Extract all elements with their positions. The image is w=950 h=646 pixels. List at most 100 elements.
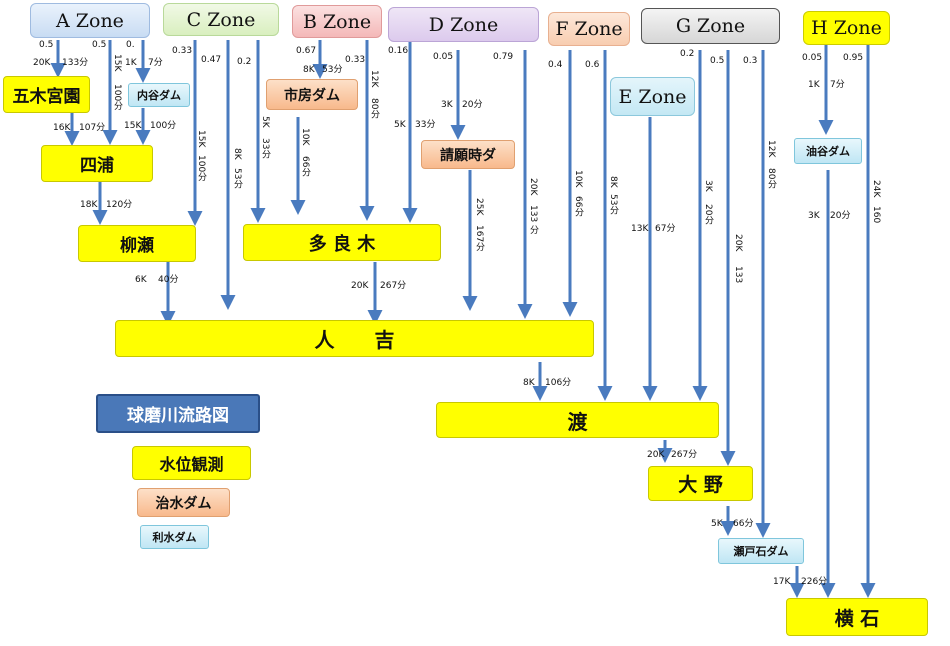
edge-coef-a3: 0. bbox=[126, 40, 135, 50]
edge-coef-h1: 0.05 bbox=[802, 53, 823, 63]
edge-coef-h2: 0.95 bbox=[843, 53, 864, 63]
edge-time-h1: 7分 bbox=[830, 80, 845, 90]
edge-coef-g2: 0.5 bbox=[710, 56, 725, 66]
edge-time-h2: 160 bbox=[871, 206, 881, 224]
edge-time-g1: 20分 bbox=[703, 204, 713, 225]
edge-dist-yt: 3K bbox=[808, 211, 820, 221]
zone-b: B Zone bbox=[292, 5, 382, 38]
edge-time-uy: 100分 bbox=[150, 121, 177, 131]
flood-dam-ichifusa: 市房ダム bbox=[266, 79, 358, 110]
edge-coef-c3: 0.2 bbox=[237, 57, 252, 67]
edge-dist-a1: 20K bbox=[33, 58, 51, 68]
edge-coef-c1: 0.33 bbox=[172, 46, 193, 56]
edge-dist-os: 5K bbox=[711, 519, 723, 529]
legend-title: 球磨川流路図 bbox=[96, 394, 260, 433]
edge-time-hw: 106分 bbox=[545, 378, 572, 388]
edge-dist-f1: 10K bbox=[573, 170, 583, 188]
edge-time-a3: 7分 bbox=[148, 58, 163, 68]
edge-time-d3: 133 分 bbox=[528, 205, 538, 235]
zone-e: E Zone bbox=[610, 77, 695, 116]
edge-coef-f1: 0.4 bbox=[548, 60, 563, 70]
edge-dist-f2: 8K bbox=[608, 176, 618, 188]
station-gokinomiya: 五木宮園 bbox=[3, 76, 90, 113]
edge-dist-h1: 1K bbox=[808, 80, 820, 90]
edge-dist-g1: 3K bbox=[703, 180, 713, 192]
station-ono: 大 野 bbox=[648, 466, 753, 501]
edge-coef-b2: 0.33 bbox=[345, 55, 366, 65]
edge-coef-d3: 0.79 bbox=[493, 52, 514, 62]
edge-coef-d2: 0.05 bbox=[433, 52, 454, 62]
edge-time-b1: 53分 bbox=[322, 65, 343, 75]
water-dam-uchitani: 内谷ダム bbox=[128, 83, 190, 107]
edge-time-gy: 107分 bbox=[79, 123, 106, 133]
station-yotsuura: 四浦 bbox=[41, 145, 153, 182]
edge-time-yy: 120分 bbox=[106, 200, 133, 210]
zone-h: H Zone bbox=[803, 11, 890, 45]
edge-time-e: 67分 bbox=[655, 224, 676, 234]
edge-dist-uy: 15K bbox=[124, 121, 142, 131]
edge-time-d2: 20分 bbox=[462, 100, 483, 110]
edge-dist-yh: 6K bbox=[135, 275, 147, 285]
edge-dist-c1: 15K bbox=[196, 130, 206, 148]
edge-coef-d1: 0.16 bbox=[388, 46, 409, 56]
edge-coef-f2: 0.6 bbox=[585, 60, 600, 70]
edge-dist-sy: 17K bbox=[773, 577, 791, 587]
edge-coef-a2: 0.5 bbox=[92, 40, 107, 50]
edge-dist-hw: 8K bbox=[523, 378, 535, 388]
edge-coef-a1: 0.5 bbox=[39, 40, 54, 50]
station-hitoyoshi: 人 吉 bbox=[115, 320, 594, 357]
edge-dist-d2: 3K bbox=[441, 100, 453, 110]
edge-dist-c3: 5K bbox=[260, 116, 270, 128]
edge-dist-a2: 15K bbox=[112, 54, 122, 72]
edge-dist-d1: 5K bbox=[394, 120, 406, 130]
water-dam-yutani: 油谷ダム bbox=[794, 138, 862, 164]
edge-dist-wo: 20K bbox=[647, 450, 665, 460]
station-yokoishi: 横 石 bbox=[786, 598, 928, 636]
zone-c: C Zone bbox=[163, 3, 279, 36]
zone-a: A Zone bbox=[30, 3, 150, 38]
edge-time-c3: 33分 bbox=[260, 138, 270, 159]
edge-dist-b2: 12K bbox=[369, 70, 379, 88]
legend-water-dam: 利水ダム bbox=[140, 525, 209, 549]
edge-dist-gy: 16K bbox=[53, 123, 71, 133]
edge-dist-h2: 24K bbox=[871, 180, 881, 198]
edge-time-yh: 40分 bbox=[158, 275, 179, 285]
edge-time-c1: 100分 bbox=[196, 155, 206, 182]
edge-time-a1: 133分 bbox=[62, 58, 89, 68]
edge-dist-g2: 20K bbox=[733, 234, 743, 252]
edge-time-sy: 226分 bbox=[801, 577, 828, 587]
edge-time-wo: 267分 bbox=[671, 450, 698, 460]
zone-g: G Zone bbox=[641, 8, 780, 44]
edge-dist-b1: 8K bbox=[303, 65, 315, 75]
edge-coef-g3: 0.3 bbox=[743, 56, 758, 66]
edge-dist-yy: 18K bbox=[80, 200, 98, 210]
edge-time-f1: 66分 bbox=[573, 196, 583, 217]
edge-dist-c2: 8K bbox=[232, 148, 242, 160]
edge-dist-sh: 25K bbox=[474, 198, 484, 216]
edge-time-sh: 167分 bbox=[474, 225, 484, 252]
edge-time-os: 66分 bbox=[733, 519, 754, 529]
flood-dam-seigan: 請願時ダ bbox=[421, 140, 515, 169]
edge-coef-b1: 0.67 bbox=[296, 46, 317, 56]
edge-time-c2: 53分 bbox=[232, 168, 242, 189]
edge-time-d1: 33分 bbox=[415, 120, 436, 130]
edge-dist-g3: 12K bbox=[766, 140, 776, 158]
edge-dist-it: 10K bbox=[300, 128, 310, 146]
station-watari: 渡 bbox=[436, 402, 719, 438]
edge-coef-g1: 0.2 bbox=[680, 49, 695, 59]
edge-dist-e: 13K bbox=[631, 224, 649, 234]
edge-time-th: 267分 bbox=[380, 281, 407, 291]
legend-flood-dam: 治水ダム bbox=[137, 488, 230, 517]
zone-d: D Zone bbox=[388, 7, 539, 42]
water-dam-setoishi: 瀬戸石ダム bbox=[718, 538, 804, 564]
station-tara: 多 良 木 bbox=[243, 224, 441, 261]
edge-time-it: 66分 bbox=[300, 156, 310, 177]
legend-water-level: 水位観測 bbox=[132, 446, 251, 480]
edge-time-g3: 80分 bbox=[766, 168, 776, 189]
edge-dist-th: 20K bbox=[351, 281, 369, 291]
edge-time-f2: 53分 bbox=[608, 194, 618, 215]
edge-dist-d3: 20K bbox=[528, 178, 538, 196]
edge-time-b2: 80分 bbox=[369, 98, 379, 119]
edge-time-yt: 20分 bbox=[830, 211, 851, 221]
